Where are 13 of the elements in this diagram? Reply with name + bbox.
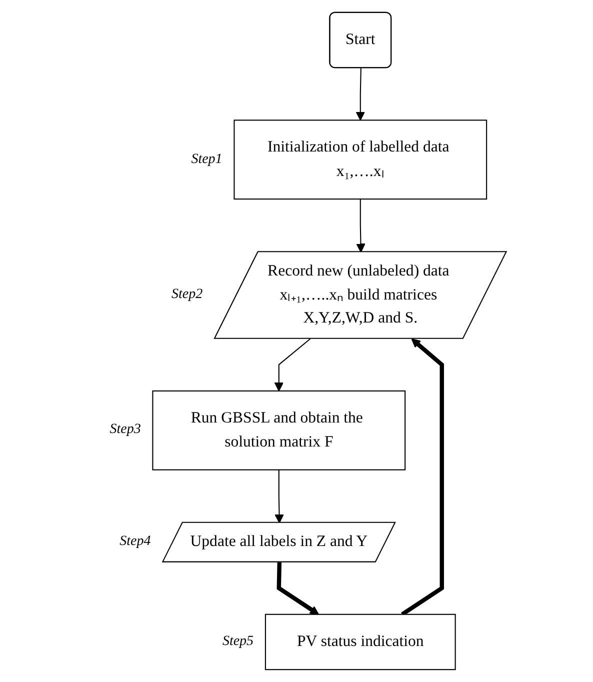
node-box: Initialization of labelled data x₁,….xₗ <box>234 120 488 200</box>
step-label: Step5 <box>222 634 254 650</box>
node-box: PV status indication <box>264 614 456 670</box>
step-label: Step3 <box>110 422 141 438</box>
arrow <box>274 338 310 392</box>
arrow <box>356 68 366 121</box>
node-box: Run GBSSL and obtain the solution matrix F <box>152 390 406 470</box>
arrow <box>356 199 366 253</box>
step-label: Step2 <box>171 286 203 303</box>
step-label: Step4 <box>120 534 151 550</box>
arrow <box>276 562 320 615</box>
step-label: Step1 <box>191 152 222 168</box>
arrow <box>274 470 284 524</box>
